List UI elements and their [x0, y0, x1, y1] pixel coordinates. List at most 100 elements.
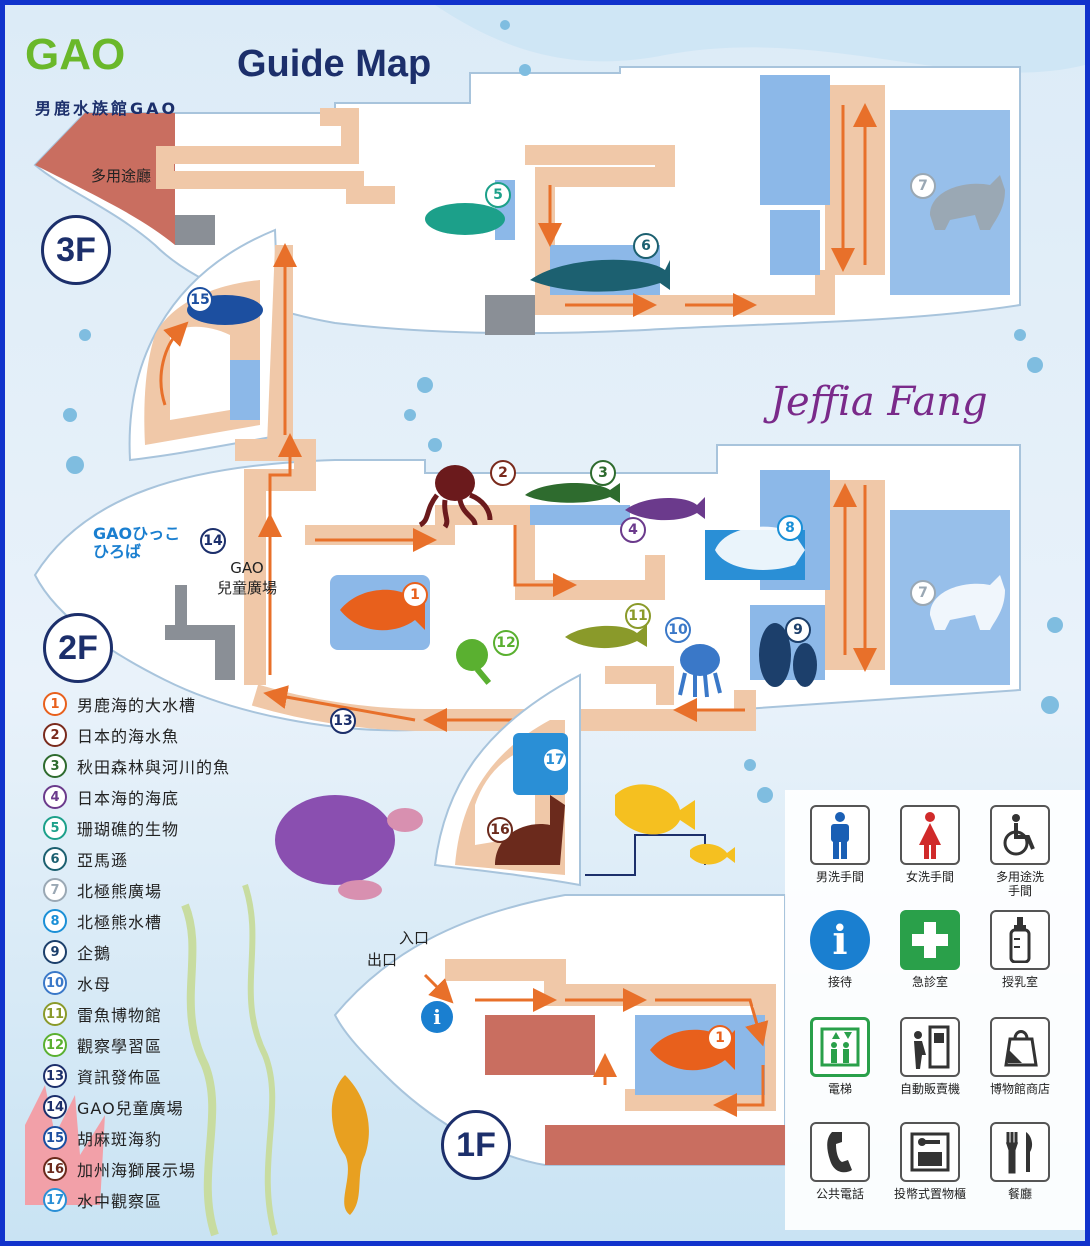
exhibit-marker-4[interactable]: 4: [620, 517, 646, 543]
legend-label: 北極熊水槽: [77, 913, 163, 932]
exhibit-marker-13[interactable]: 13: [330, 708, 356, 734]
exhibit-marker-3[interactable]: 3: [590, 460, 616, 486]
polar-bear-silhouette-2f: [930, 575, 1005, 630]
service-first-aid: 急診室: [885, 910, 975, 989]
legend-number: 15: [43, 1126, 67, 1150]
service-public-phone: 公共電話: [795, 1122, 885, 1201]
exhibit-marker-17[interactable]: 17: [542, 747, 568, 773]
service-vending-machine: 自動販賣機: [885, 1017, 975, 1096]
arapaima-silhouette: [530, 259, 670, 292]
service-label: 急診室: [911, 975, 948, 989]
floor-badge-1f[interactable]: 1F: [441, 1110, 511, 1180]
public-phone-icon: [810, 1122, 870, 1182]
service-restaurant: 餐廳: [975, 1122, 1065, 1201]
legend-number: 6: [43, 847, 67, 871]
legend-label: GAO兒童廣場: [77, 1099, 184, 1118]
exhibit-marker-7-3f[interactable]: 7: [910, 173, 936, 199]
floor-1f-sealion-wing: [433, 673, 706, 887]
exhibit-marker-8[interactable]: 8: [777, 515, 803, 541]
legend-number: 1: [43, 692, 67, 716]
legend-label: 北極熊廣場: [77, 882, 163, 901]
floor-badge-3f[interactable]: 3F: [41, 215, 111, 285]
mens-restroom-icon: [810, 805, 870, 865]
accessible-restroom-icon: [990, 805, 1050, 865]
service-nursing-room: 授乳室: [975, 910, 1065, 989]
exhibit-marker-10[interactable]: 10: [665, 617, 691, 643]
legend-label: 亞馬遜: [77, 851, 129, 870]
legend-label: 水中觀察區: [77, 1192, 163, 1211]
floor-badge-2f[interactable]: 2F: [43, 613, 113, 683]
legend-label: 觀察學習區: [77, 1037, 163, 1056]
elevator-icon: [810, 1017, 870, 1077]
deep-sea-fish-silhouette: [625, 497, 705, 521]
multipurpose-hall-area: [35, 113, 175, 245]
service-label: 電梯: [827, 1082, 852, 1096]
jellyfish-silhouette: [678, 644, 722, 698]
exhibit-marker-1-2f[interactable]: 1: [402, 582, 428, 608]
exhibit-marker-14[interactable]: 14: [200, 528, 226, 554]
legend-item-8: 8 北極熊水槽: [43, 907, 162, 935]
restaurant-icon: [990, 1122, 1050, 1182]
seahorse-decor: [331, 1075, 369, 1215]
exhibit-marker-1-1f[interactable]: 1: [707, 1025, 733, 1051]
exit-label: 出口: [367, 951, 398, 969]
service-information: i 接待: [795, 910, 885, 989]
decor: [25, 20, 1063, 1237]
sea-turtle-decor: [275, 795, 395, 885]
legend-label: 企鵝: [77, 944, 112, 963]
coral-fish-silhouette: [425, 203, 505, 235]
legend-label: 日本海的海底: [77, 789, 180, 808]
legend-number: 14: [43, 1095, 67, 1119]
womens-restroom-icon: [900, 805, 960, 865]
exhibit-marker-7-2f[interactable]: 7: [910, 580, 936, 606]
legend-label: 資訊發佈區: [77, 1068, 163, 1087]
legend-number: 8: [43, 909, 67, 933]
service-coin-locker: 投幣式置物櫃: [885, 1122, 975, 1201]
logo: GAO: [25, 30, 235, 90]
legend-item-6: 6 亞馬遜: [43, 845, 128, 873]
river-fish-silhouette: [525, 483, 620, 503]
legend-number: 16: [43, 1157, 67, 1181]
service-label: 女洗手間: [905, 870, 954, 884]
legend-label: 秋田森林與河川的魚: [77, 758, 231, 777]
nursing-room-icon: [990, 910, 1050, 970]
legend-number: 2: [43, 723, 67, 747]
exhibit-marker-5[interactable]: 5: [485, 182, 511, 208]
exhibit-marker-15[interactable]: 15: [187, 287, 213, 313]
legend-label: 水母: [77, 975, 112, 994]
information-icon: i: [810, 910, 870, 970]
penguin-silhouette: [759, 623, 817, 687]
page-title: Guide Map: [237, 43, 432, 85]
logo-text: GAO: [25, 30, 126, 79]
legend-number: 9: [43, 940, 67, 964]
floor-2f-plan: [33, 433, 1021, 732]
service-label: 男洗手間: [815, 870, 864, 884]
sea-lion-silhouette: [495, 795, 565, 865]
service-museum-shop: 博物館商店: [975, 1017, 1065, 1096]
magnifier-icon: [456, 639, 488, 671]
exhibit-marker-9[interactable]: 9: [785, 617, 811, 643]
service-label: 公共電話: [815, 1187, 864, 1201]
polar-bear-silhouette: [930, 175, 1005, 230]
multipurpose-hall-label: 多用途廳: [91, 167, 152, 185]
floor-1f-plan: i: [333, 894, 786, 1166]
exhibit-marker-16[interactable]: 16: [487, 817, 513, 843]
information-marker-icon: [421, 1001, 453, 1033]
svg-text:i: i: [433, 1005, 441, 1029]
exhibit-marker-12[interactable]: 12: [493, 630, 519, 656]
gao-kids-plaza-label: GAO 兒童廣場: [217, 559, 278, 597]
kids-plaza-logo: GAOひっこひろば: [93, 524, 181, 561]
exhibit-marker-6[interactable]: 6: [633, 233, 659, 259]
exhibit-marker-2[interactable]: 2: [490, 460, 516, 486]
snakehead-silhouette: [565, 625, 647, 649]
yellow-fish-decor: [615, 784, 695, 835]
floor-3f-seal-wing: [128, 228, 297, 462]
exhibit-marker-11[interactable]: 11: [625, 603, 651, 629]
